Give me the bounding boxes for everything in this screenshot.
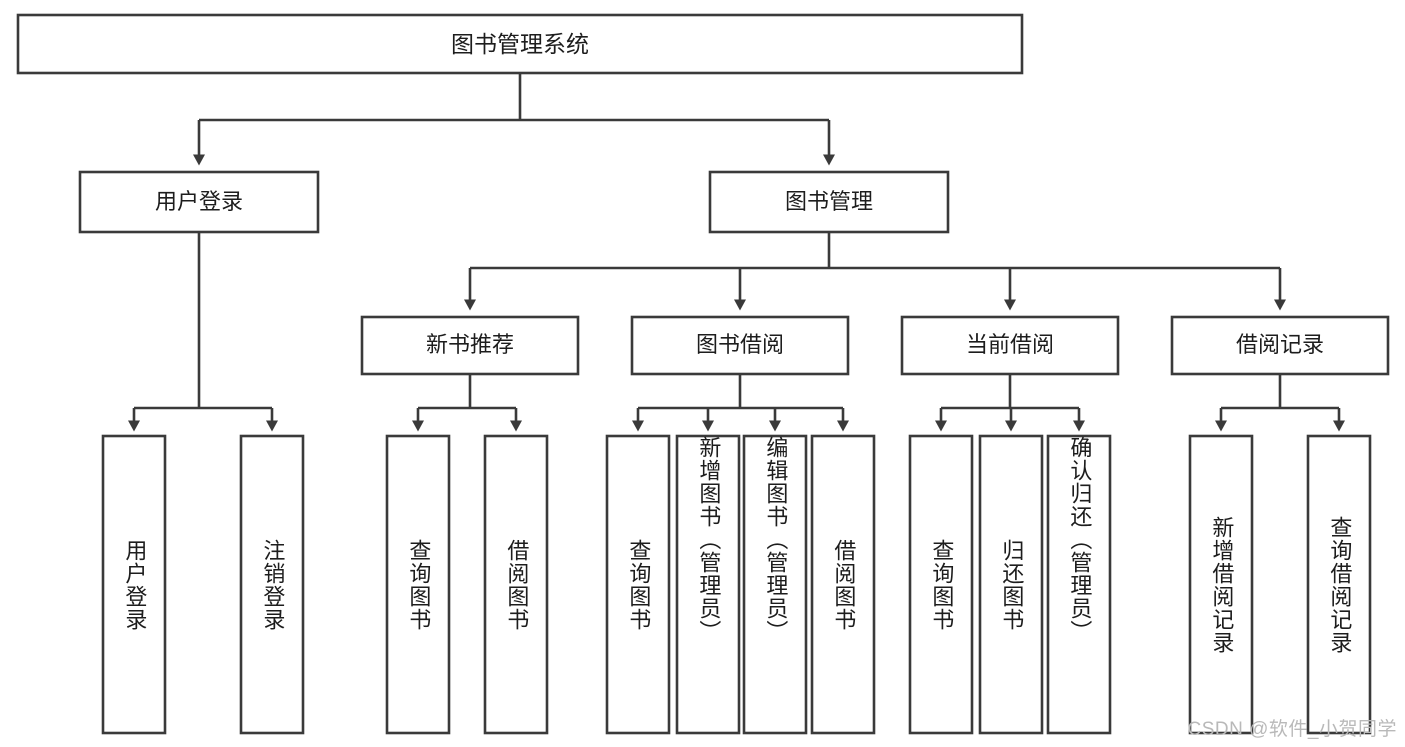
node-label-borrow-record: 借阅记录 bbox=[1236, 332, 1324, 357]
node-label-book-mgmt: 图书管理 bbox=[785, 189, 873, 214]
connector-group-current bbox=[935, 374, 1085, 432]
leaf-box-borrow-book-2[interactable] bbox=[810, 434, 876, 735]
leaf-box-query-book-2[interactable] bbox=[605, 434, 671, 735]
node-box-borrow-record[interactable] bbox=[1170, 315, 1390, 376]
leaf-box-borrow-book-1[interactable] bbox=[483, 434, 549, 735]
leaf-box-edit-book-admin[interactable] bbox=[742, 434, 808, 735]
connector-group-book-mgmt bbox=[464, 232, 1286, 311]
leaf-box-return-book[interactable] bbox=[978, 434, 1044, 735]
connector-group-user-login bbox=[128, 232, 278, 432]
leaf-box-user-logout[interactable] bbox=[239, 434, 305, 735]
node-box-root[interactable] bbox=[16, 13, 1024, 75]
node-box-user-login[interactable] bbox=[78, 170, 320, 234]
connector-group-record bbox=[1215, 374, 1345, 432]
node-box-new-book-rec[interactable] bbox=[360, 315, 580, 376]
leaf-box-add-book-admin[interactable] bbox=[675, 434, 741, 735]
leaf-box-query-book-1[interactable] bbox=[385, 434, 451, 735]
leaf-box-user-login[interactable] bbox=[101, 434, 167, 735]
connector-group-root bbox=[193, 73, 835, 166]
leaf-box-add-record[interactable] bbox=[1188, 434, 1254, 735]
leaf-box-query-record[interactable] bbox=[1306, 434, 1372, 735]
node-box-current-borrow[interactable] bbox=[900, 315, 1120, 376]
leaf-box-confirm-return-admin[interactable] bbox=[1046, 434, 1112, 735]
node-box-book-borrow[interactable] bbox=[630, 315, 850, 376]
node-label-current-borrow: 当前借阅 bbox=[966, 332, 1054, 357]
node-label-book-borrow: 图书借阅 bbox=[696, 332, 784, 357]
node-label-root: 图书管理系统 bbox=[451, 31, 589, 57]
connector-group-new-book bbox=[412, 374, 522, 432]
node-label-user-login: 用户登录 bbox=[155, 189, 243, 214]
connector-group-borrow bbox=[632, 374, 849, 432]
node-label-new-book-rec: 新书推荐 bbox=[426, 332, 514, 357]
leaf-box-query-book-3[interactable] bbox=[908, 434, 974, 735]
watermark-text: CSDN @软件_小贺同学 bbox=[1187, 719, 1397, 740]
node-box-book-mgmt[interactable] bbox=[708, 170, 950, 234]
